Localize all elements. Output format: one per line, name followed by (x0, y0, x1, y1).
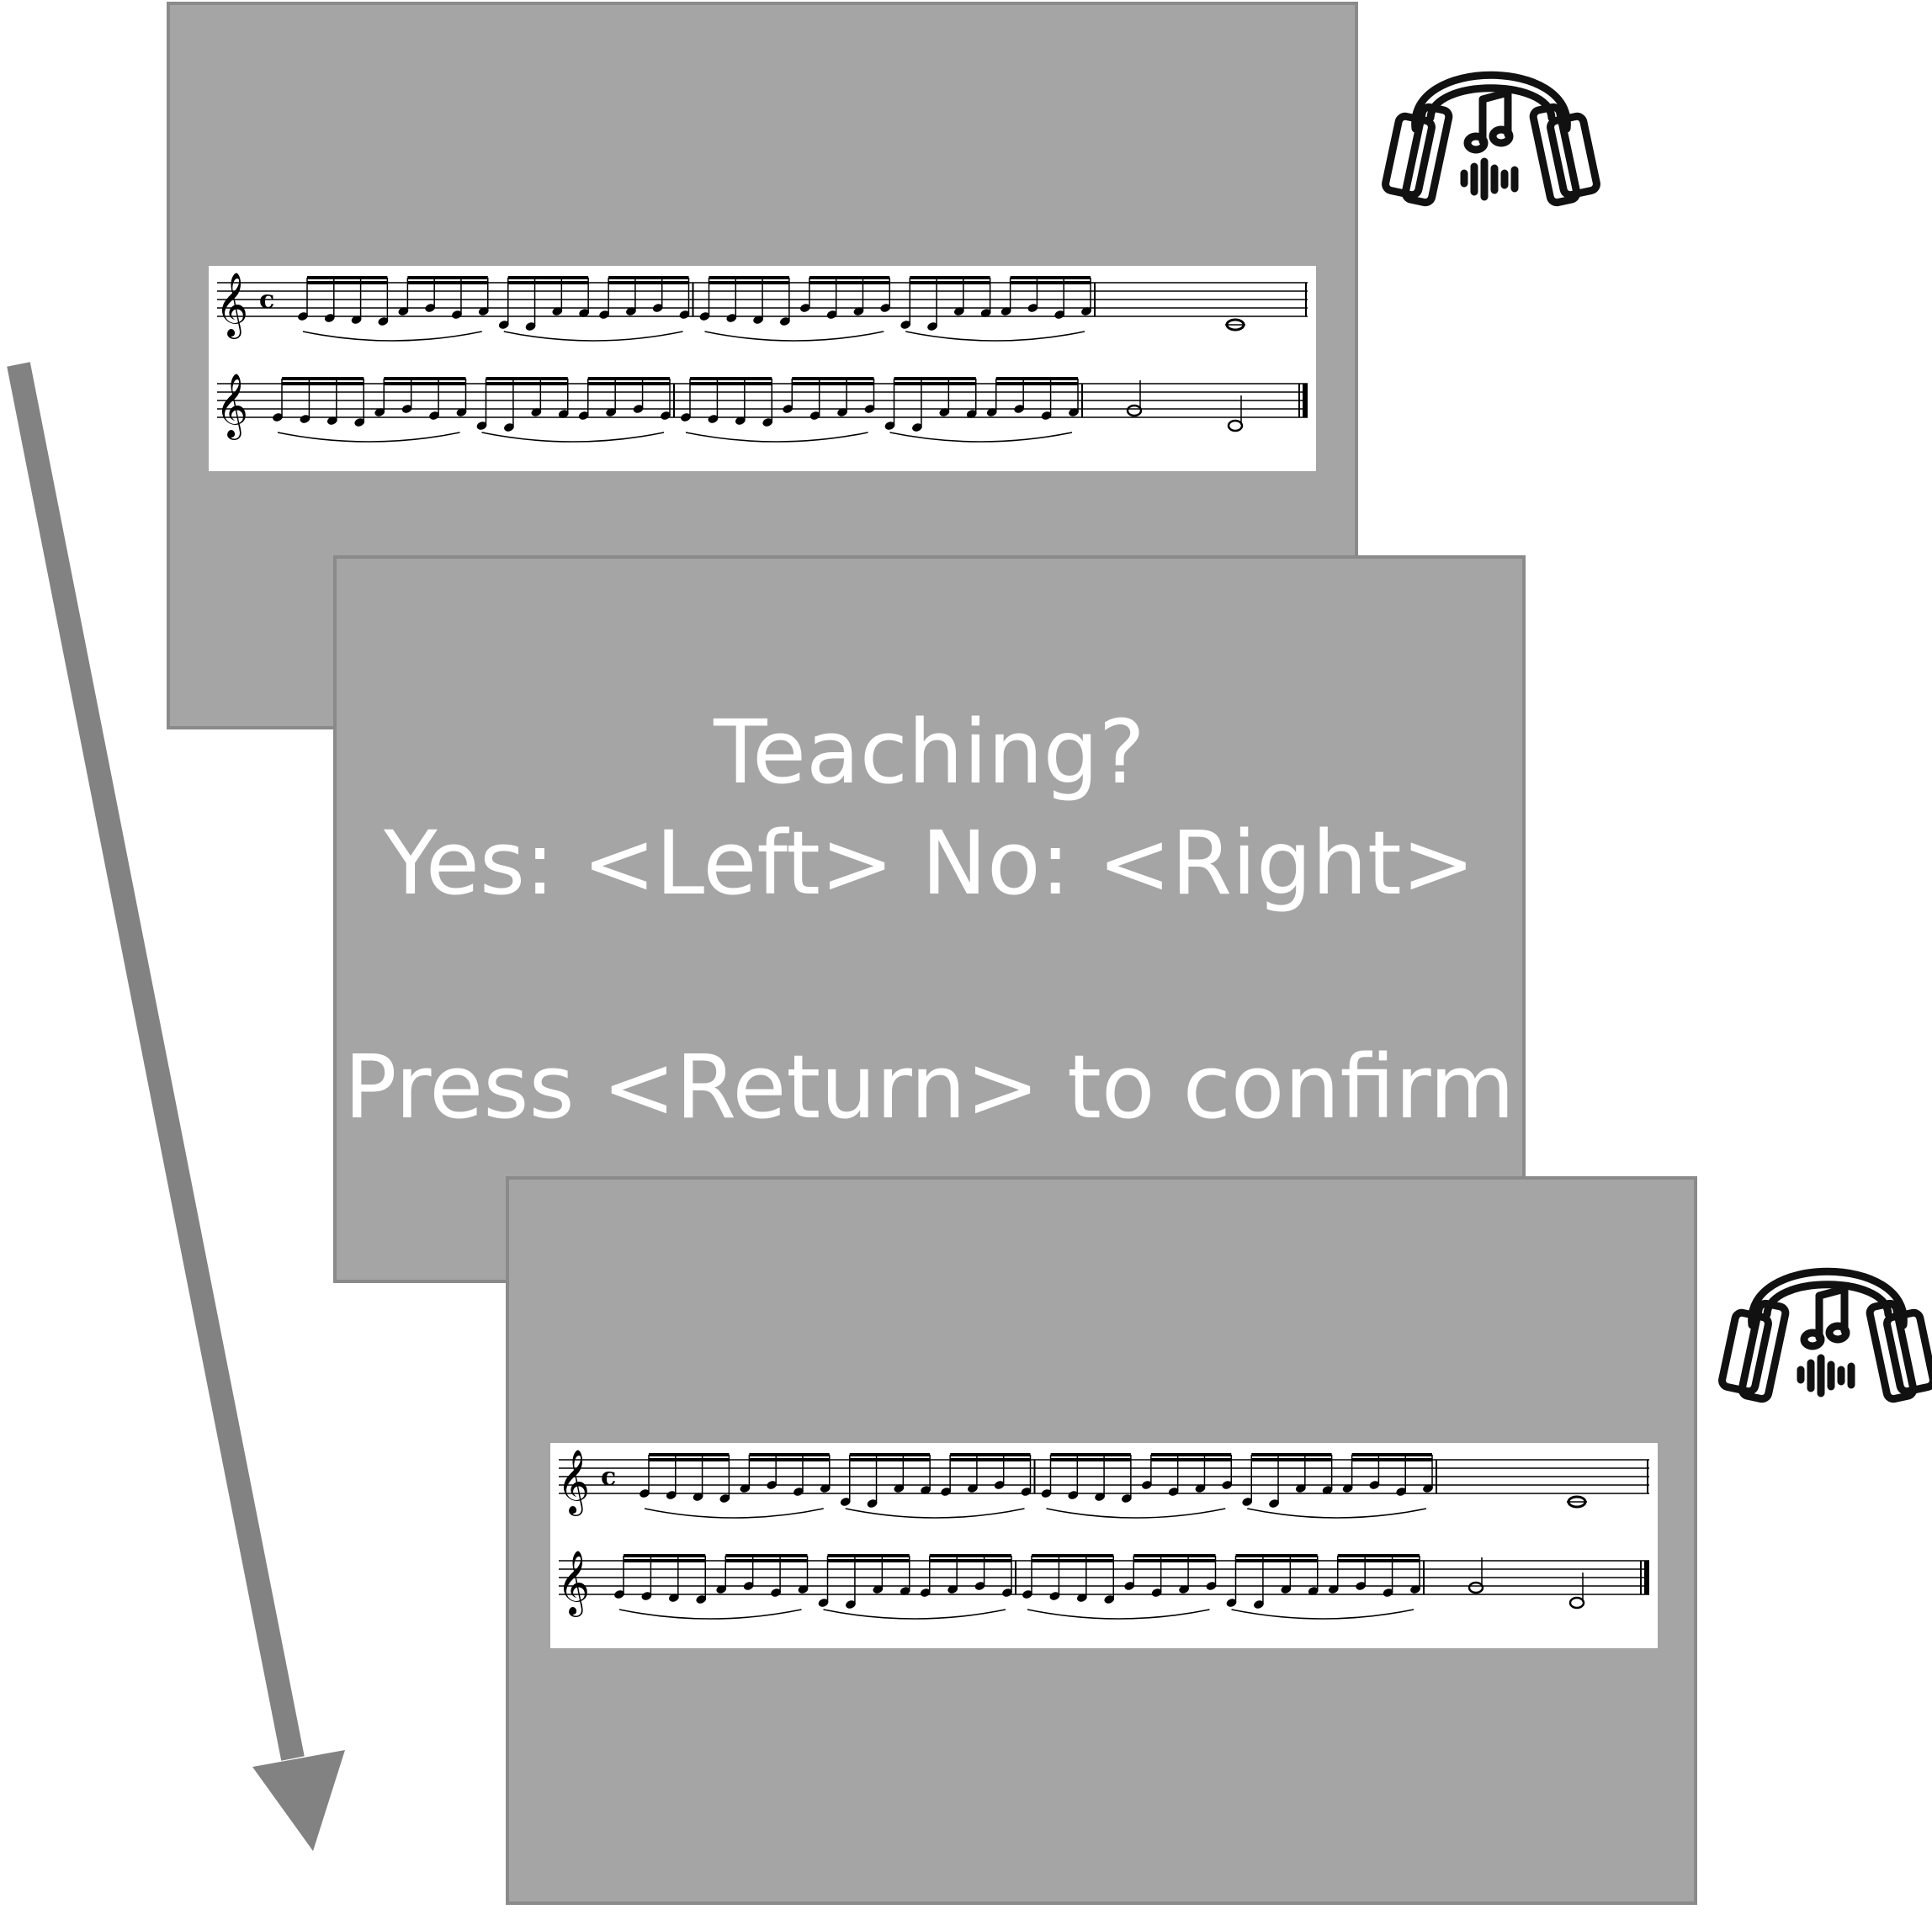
headphones-music-icon (1718, 1267, 1932, 1403)
music-score-icon: 𝄞 c 𝄞 (557, 1449, 1649, 1620)
svg-text:𝄞: 𝄞 (557, 1449, 590, 1516)
prompt-screen: Teaching? Yes: <Left> No: <Right> Press … (333, 555, 1526, 1283)
score-screen-second: 𝄞 c 𝄞 (506, 1176, 1697, 1905)
music-score-sheet: 𝄞 c 𝄞 (209, 266, 1316, 471)
svg-text:c: c (259, 285, 274, 315)
prompt-confirm: Press <Return> to confirm (343, 1036, 1515, 1138)
prompt-title: Teaching? (714, 701, 1145, 804)
prompt-options: Yes: <Left> No: <Right> (384, 812, 1475, 915)
headphones-music-icon (1382, 71, 1600, 207)
svg-text:𝄞: 𝄞 (215, 373, 248, 440)
svg-text:𝄞: 𝄞 (557, 1550, 590, 1617)
svg-text:c: c (601, 1462, 616, 1492)
svg-text:𝄞: 𝄞 (215, 272, 248, 339)
music-score-icon: 𝄞 c 𝄞 (215, 272, 1308, 443)
music-score-sheet: 𝄞 c 𝄞 (550, 1443, 1658, 1648)
